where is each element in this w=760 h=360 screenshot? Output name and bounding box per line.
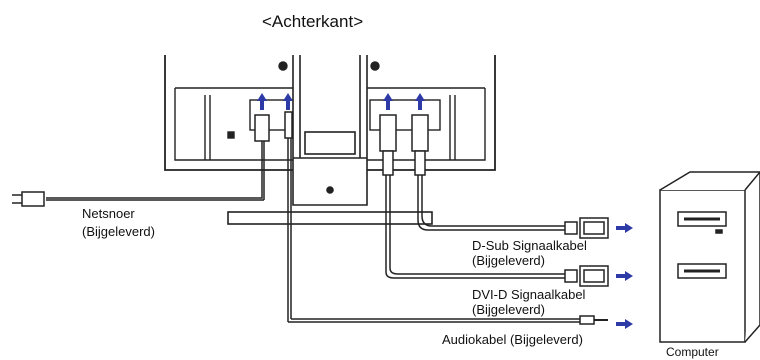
arrow-right-icon xyxy=(616,319,633,329)
power-cord-label-line2: (Bijgeleverd) xyxy=(82,224,155,239)
audio-cable xyxy=(284,111,608,325)
arrow-right-icon xyxy=(616,271,633,281)
connection-arrows-up xyxy=(257,93,425,110)
power-cord-label-line1: Netsnoer xyxy=(82,206,135,221)
power-cord-label: Netsnoer (Bijgeleverd) xyxy=(82,206,155,239)
connection-arrows-right xyxy=(616,223,633,329)
dvi-cable-label-line1: DVI-D Signaalkabel xyxy=(472,287,586,302)
arrow-up-icon xyxy=(415,93,425,110)
arrow-right-icon xyxy=(616,223,633,233)
dsub-cable-label: D-Sub Signaalkabel (Bijgeleverd) xyxy=(472,238,587,268)
dvi-cable-label: DVI-D Signaalkabel (Bijgeleverd) xyxy=(472,287,585,317)
computer-tower-icon xyxy=(659,171,760,343)
arrow-up-icon xyxy=(257,93,267,110)
dvi-cable xyxy=(379,114,609,287)
dvi-cable-label-line2: (Bijgeleverd) xyxy=(472,302,545,317)
audio-cable-label: Audiokabel (Bijgeleverd) xyxy=(442,332,583,347)
dsub-cable xyxy=(411,114,609,239)
arrow-up-icon xyxy=(283,93,293,110)
computer-label: Computer xyxy=(666,345,719,359)
diagram-title: <Achterkant> xyxy=(262,12,364,31)
arrow-up-icon xyxy=(383,93,393,110)
dsub-cable-label-line2: (Bijgeleverd) xyxy=(472,253,545,268)
power-cord xyxy=(12,114,270,207)
dsub-cable-label-line1: D-Sub Signaalkabel xyxy=(472,238,587,253)
monitor-stand xyxy=(227,55,433,225)
